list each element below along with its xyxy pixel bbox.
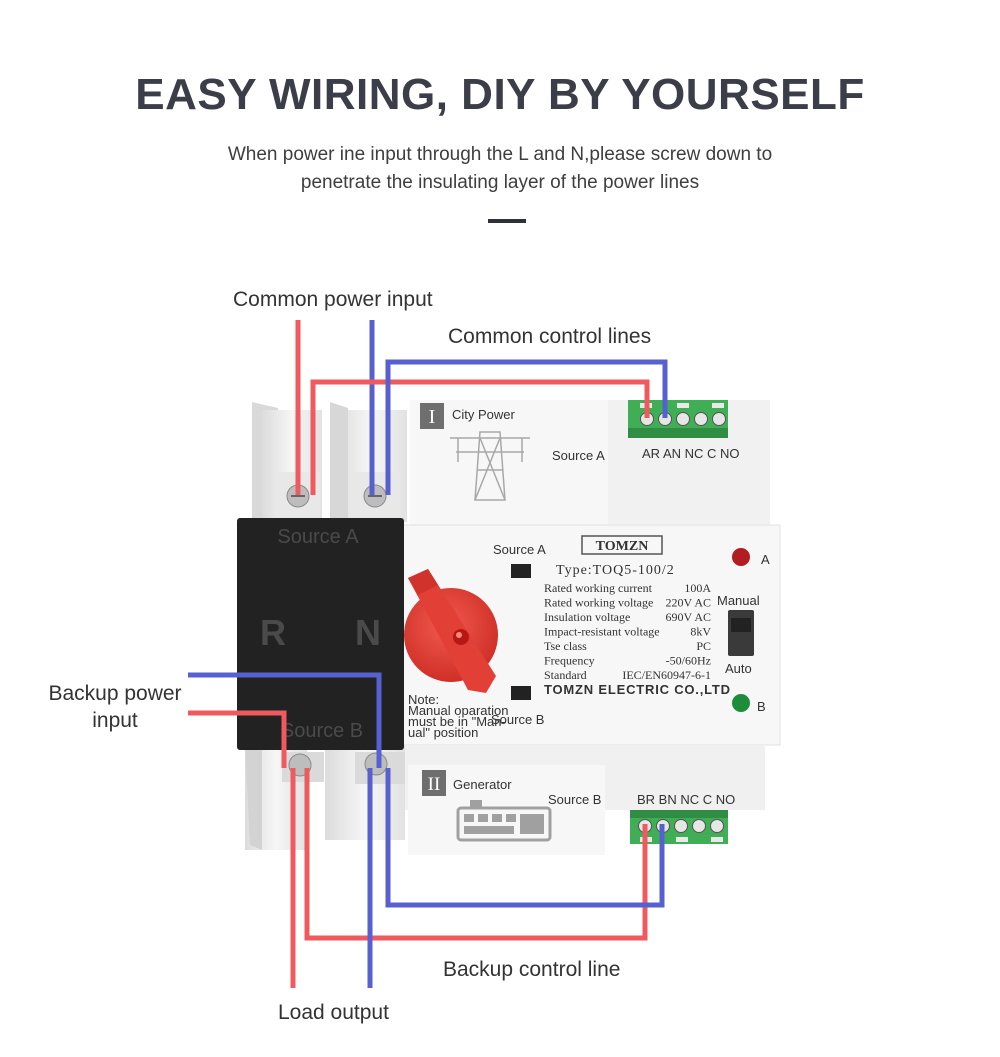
top-module-source-label: Source A (552, 448, 605, 463)
spec-value: 690V AC (666, 610, 711, 624)
bottom-module-generator: II Generator Source B (405, 745, 765, 855)
indicator-a-led (732, 548, 750, 566)
panel-source-b-label: Source B (491, 712, 544, 727)
common-control-live-wire (310, 379, 650, 495)
backup-control-live-wire (304, 768, 648, 941)
spec-value: 220V AC (666, 596, 711, 610)
company-name: TOMZN ELECTRIC CO.,LTD (544, 682, 731, 697)
brand-badge (581, 535, 663, 555)
source-a-window (511, 564, 531, 578)
label-backup-control-line: Backup control line (443, 958, 620, 981)
block-source-b-label: Source B (281, 720, 363, 742)
top-terminal-labels: AR AN NC C NO (642, 446, 740, 461)
spec-label: Tse class (544, 639, 587, 653)
subtitle-line-1: When power ine input through the L and N… (227, 144, 773, 165)
panel-source-a-label: Source A (493, 542, 546, 557)
block-source-a-label: Source A (277, 526, 359, 548)
label-backup-power-input-2: input (92, 709, 138, 732)
spec-label: Rated working voltage (544, 596, 653, 610)
top-module-city-power: I City Power Source A (410, 400, 770, 525)
generator-icon (456, 800, 552, 842)
label-common-power-input: Common power input (233, 288, 433, 311)
bottom-module-name: Generator (453, 777, 512, 792)
spec-label: Frequency (544, 654, 595, 668)
label-backup-power-input-1: Backup power (48, 682, 181, 705)
spec-label: Rated working current (544, 581, 653, 595)
indicator-b-label: B (757, 699, 766, 714)
spec-value: IEC/EN60947-6-1 (622, 668, 711, 682)
spec-value: 100A (684, 581, 711, 595)
top-module-name: City Power (452, 407, 516, 422)
switch-auto-label: Auto (725, 661, 752, 676)
top-terminal-block (628, 400, 728, 438)
switch-manual-label: Manual (717, 593, 760, 608)
transmission-tower-icon (450, 431, 530, 501)
bottom-terminal-labels: BR BN NC C NO (637, 792, 735, 807)
bottom-module-source-label: Source B (548, 792, 601, 807)
rotary-knob[interactable] (404, 569, 498, 693)
subtitle-line-2: penetrate the insulating layer of the po… (300, 172, 700, 193)
spec-label: Impact-resistant voltage (544, 625, 660, 639)
page-title: EASY WIRING, DIY BY YOURSELF (135, 70, 865, 119)
brand-name: TOMZN (596, 539, 649, 554)
note-line-4: ual" position (408, 725, 478, 740)
wires (188, 320, 668, 988)
spec-value: -50/60Hz (666, 654, 711, 668)
backup-input-neutral-wire (188, 672, 382, 768)
note-line-3: must be in "Man- (408, 714, 506, 729)
page-subtitle: When power ine input through the L and N… (0, 141, 1000, 197)
indicator-a-label: A (761, 552, 770, 567)
title-divider (488, 219, 526, 223)
label-load-output: Load output (278, 1001, 389, 1024)
bottom-module-roman: II (428, 774, 441, 795)
backup-control-neutral-wire (385, 768, 665, 908)
note-line-1: Note: (408, 692, 439, 707)
spec-value: PC (696, 639, 711, 653)
spec-label: Standard (544, 668, 587, 682)
source-b-window (511, 686, 531, 700)
note-line-2: Manual oparation (408, 703, 508, 718)
label-common-control-lines: Common control lines (448, 325, 651, 348)
block-n-label: N (355, 612, 381, 653)
black-terminal-block: Source A R N Source B (237, 518, 404, 750)
panel-type: Type:TOQ5-100/2 (556, 563, 675, 578)
spec-value: 8kV (690, 625, 711, 639)
indicator-b-led (732, 694, 750, 712)
block-r-label: R (260, 612, 286, 653)
spec-label: Insulation voltage (544, 610, 630, 624)
top-module-roman: I (429, 406, 436, 428)
spec-table: Rated working current 100A Rated working v… (544, 581, 711, 682)
manual-auto-switch[interactable] (728, 610, 754, 656)
backup-input-live-wire (188, 710, 287, 768)
common-control-neutral-wire (385, 359, 668, 495)
